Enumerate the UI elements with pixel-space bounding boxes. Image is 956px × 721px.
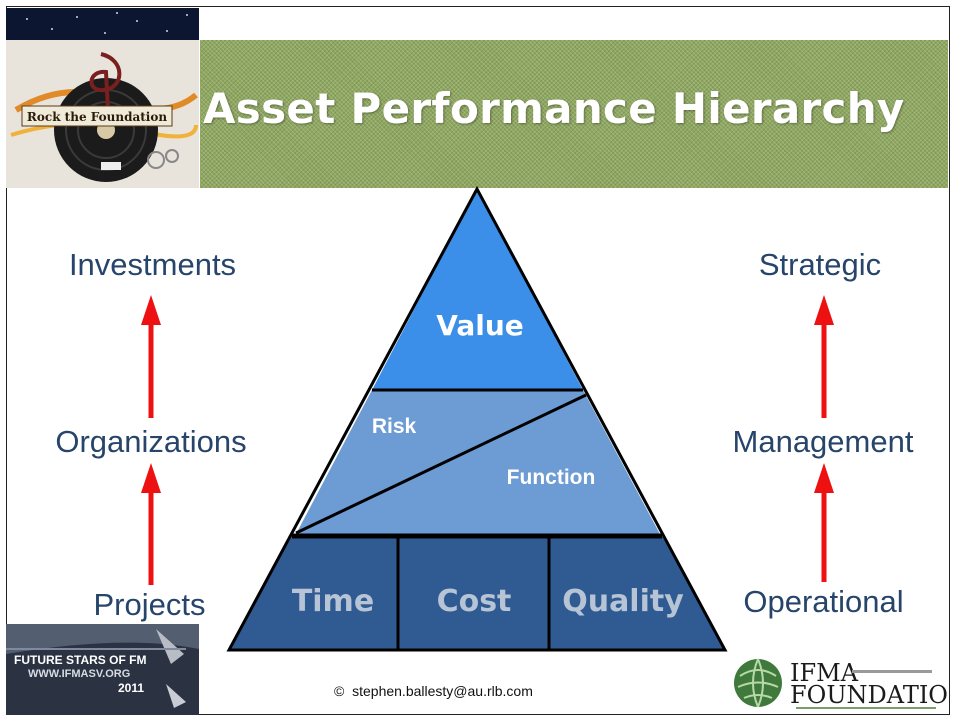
- logo-bottom-left-line1: FUTURE STARS OF FM: [14, 653, 146, 667]
- logo-bottom-left-year: 2011: [118, 681, 144, 695]
- tier-label-risk: Risk: [372, 415, 417, 438]
- tier-label-cost: Cost: [437, 584, 512, 619]
- ifma-foundation-logo: IFMA FOUNDATION: [730, 654, 956, 712]
- title-bar: [200, 40, 948, 188]
- label-management: Management: [732, 424, 914, 459]
- pyramid-tier-middle: [295, 390, 661, 536]
- future-stars-logo: FUTURE STARS OF FM WWW.IFMASV.ORG 2011: [6, 624, 199, 715]
- pyramid-tier-top: [372, 189, 583, 390]
- label-investments: Investments: [68, 247, 237, 282]
- logo-bottom-right-line1: IFMA: [790, 659, 859, 687]
- tier-label-value: Value: [436, 309, 524, 342]
- starfield-band: [6, 8, 199, 40]
- copyright-email: stephen.ballesty@au.rlb.com: [352, 683, 533, 699]
- logo-bottom-left-line2: WWW.IFMASV.ORG: [28, 668, 130, 680]
- label-strategic: Strategic: [758, 247, 882, 282]
- slide-border: [6, 6, 950, 715]
- tier-label-time: Time: [292, 584, 374, 619]
- label-organizations: Organizations: [55, 424, 247, 459]
- tier-label-quality: Quality: [562, 584, 684, 619]
- right-arrow-upper: [814, 295, 834, 418]
- tier-label-function: Function: [507, 466, 596, 489]
- label-projects: Projects: [93, 587, 206, 622]
- logo-text: Rock the Foundation: [27, 110, 167, 124]
- logo-bottom-right-line2: FOUNDATION: [790, 681, 948, 709]
- copyright-line: © stephen.ballesty@au.rlb.com: [334, 683, 533, 699]
- right-arrow-lower: [814, 463, 834, 582]
- risk-function-divider: [295, 393, 587, 535]
- left-arrow-upper: [141, 295, 161, 418]
- copyright-symbol: ©: [334, 683, 345, 699]
- left-arrow-lower: [141, 463, 161, 585]
- rock-the-foundation-logo: Rock the Foundation: [6, 40, 199, 188]
- pyramid-tier-bottom: [229, 536, 725, 650]
- label-operational: Operational: [743, 584, 904, 619]
- page-title: Asset Performance Hierarchy: [203, 83, 905, 133]
- pyramid-outline: [226, 185, 728, 652]
